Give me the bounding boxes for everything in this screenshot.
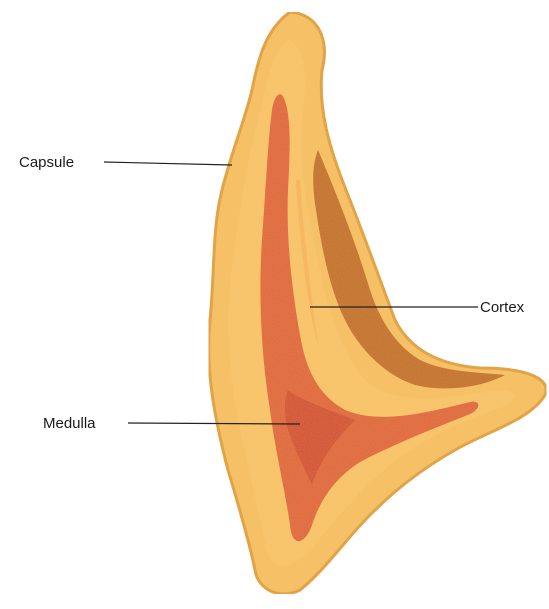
capsule-label: Capsule [19,154,74,171]
cortex-label: Cortex [480,299,525,316]
medulla-label: Medulla [43,415,96,432]
